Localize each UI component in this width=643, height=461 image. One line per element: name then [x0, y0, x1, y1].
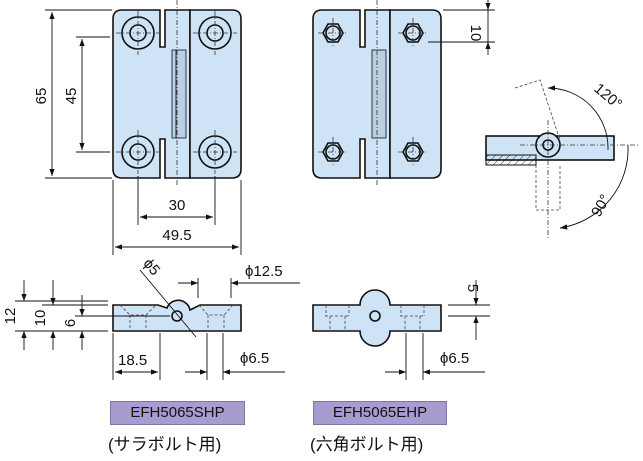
dim-18-5: 18.5 [118, 352, 147, 369]
dim-49-5: 49.5 [162, 227, 191, 244]
dim-30: 30 [169, 197, 186, 214]
dim-phi6-5-shp: ϕ6.5 [240, 350, 269, 367]
model-tag-ehp: EFH5065EHP [313, 401, 447, 425]
dim-6: 6 [62, 319, 79, 327]
shp-side-view: 12 10 6 ϕ5 ϕ12.5 18.5 ϕ6.5 [2, 255, 300, 380]
dim-65: 65 [33, 88, 50, 105]
rotation-view: 120° 90° [485, 79, 640, 240]
dim-45: 45 [63, 88, 80, 105]
dim-12: 12 [2, 308, 19, 325]
hex-holes [318, 18, 428, 167]
countersunk-holes [116, 11, 237, 174]
dim-phi6-5-ehp: ϕ6.5 [440, 350, 469, 367]
model-note-ehp: (六角ボルト用) [310, 435, 424, 454]
dim-10: 10 [32, 310, 49, 327]
model-note-shp: (サラボルト用) [108, 435, 222, 454]
shp-front-view: 65 45 30 49.5 [33, 0, 242, 255]
ehp-front-view: 10 [312, 0, 495, 185]
ehp-side-view: 5 ϕ6.5 [312, 280, 490, 380]
dim-5: 5 [464, 284, 481, 292]
angle-120: 120° [591, 80, 626, 113]
dim-phi5: ϕ5 [140, 255, 164, 279]
model-tag-shp: EFH5065SHP [110, 401, 245, 425]
dim-10-hex: 10 [467, 25, 484, 42]
dim-phi12-5: ϕ12.5 [245, 263, 283, 280]
